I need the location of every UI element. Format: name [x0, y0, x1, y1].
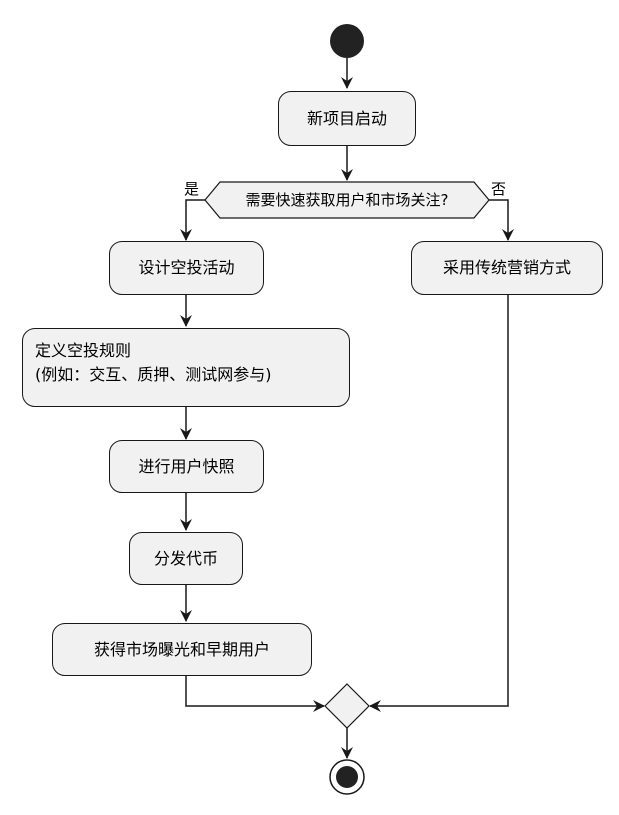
node-user-snapshot: 进行用户快照	[109, 440, 264, 493]
edge-decision-no	[489, 199, 514, 241]
merge-diamond	[324, 683, 370, 729]
node-user-snapshot-label: 进行用户快照	[138, 456, 235, 476]
edge-gain-to-merge	[185, 676, 325, 712]
node-design-airdrop: 设计空投活动	[109, 241, 264, 295]
node-define-rules-line1: 定义空投规则	[35, 341, 132, 360]
node-traditional-marketing: 采用传统营销方式	[411, 241, 603, 295]
node-gain-exposure: 获得市场曝光和早期用户	[52, 623, 312, 676]
edge-traditional-to-merge	[369, 295, 509, 712]
branch-yes-label: 是	[184, 180, 200, 198]
node-traditional-marketing-label: 采用传统营销方式	[442, 258, 571, 277]
edge-decision-yes	[180, 199, 205, 241]
start-node	[330, 24, 364, 58]
node-design-airdrop-label: 设计空投活动	[138, 258, 235, 277]
node-project-launch: 新项目启动	[278, 91, 416, 146]
decision-label: 需要快速获取用户和市场关注?	[245, 191, 449, 209]
node-distribute-tokens: 分发代币	[129, 532, 243, 585]
node-gain-exposure-label: 获得市场曝光和早期用户	[93, 639, 270, 659]
node-define-rules: 定义空投规则 (例如：交互、质押、测试网参与)	[22, 328, 350, 407]
node-distribute-tokens-label: 分发代币	[153, 548, 218, 568]
node-project-launch-label: 新项目启动	[306, 108, 387, 128]
end-node-dot	[336, 766, 358, 788]
node-define-rules-line2: (例如：交互、质押、测试网参与)	[35, 365, 272, 384]
branch-no-label: 否	[491, 180, 507, 198]
